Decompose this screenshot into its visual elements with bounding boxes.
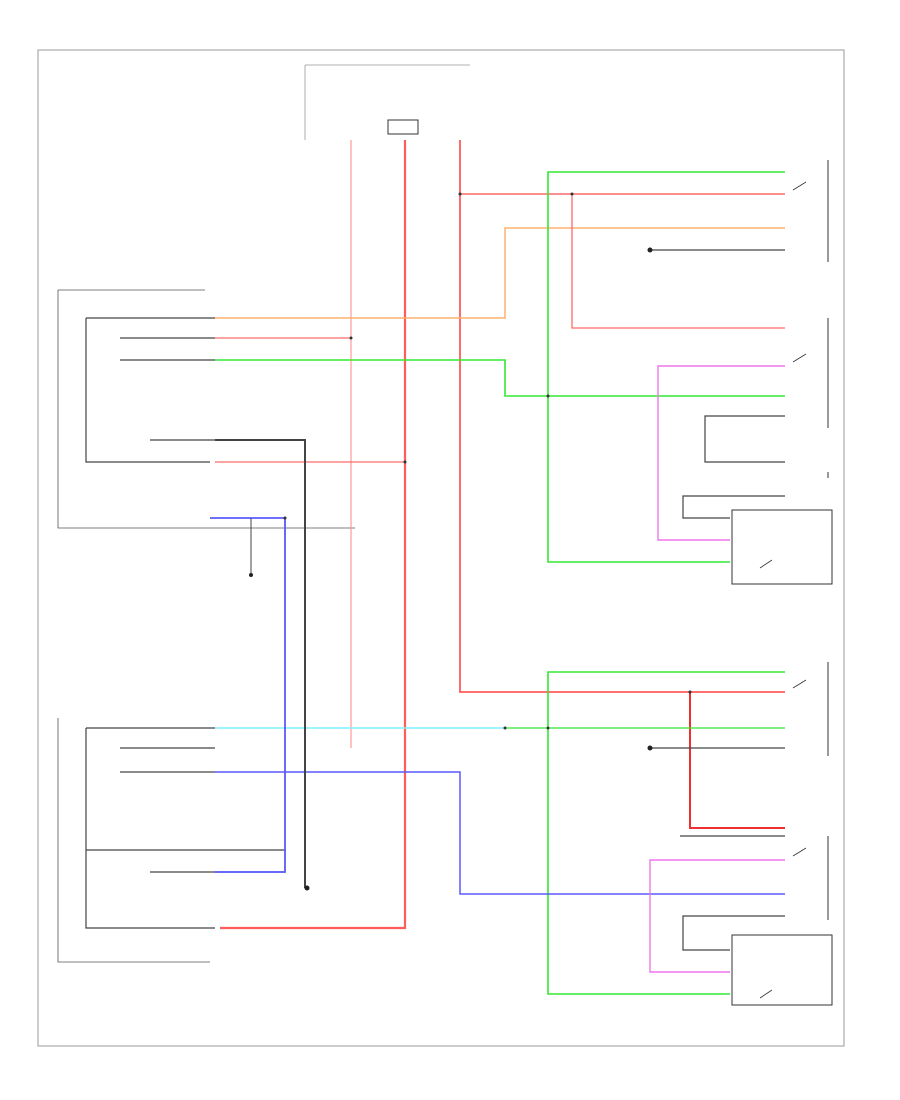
wire-black-passenger-heater — [682, 915, 785, 951]
wire-black-ground — [215, 439, 306, 888]
passenger-switch-block — [57, 718, 285, 963]
wire-red-passenger-feed — [459, 140, 785, 693]
top-bus — [304, 64, 470, 140]
diagram-border — [37, 49, 845, 1047]
ground-icon — [249, 573, 253, 577]
wire-blue-passenger — [215, 771, 785, 895]
wire-green-sw — [215, 359, 785, 397]
wire-red-passenger-cushion — [689, 692, 785, 829]
driver-seat-heater-box — [731, 509, 833, 585]
ground-icon — [647, 247, 653, 253]
wire-orange — [215, 227, 785, 319]
ground-icon — [647, 745, 653, 751]
wire-magenta-passenger — [649, 859, 785, 973]
driver-right-components — [731, 160, 833, 585]
relay-box — [387, 119, 419, 135]
wire-black-driver-heater — [682, 495, 785, 519]
passenger-right-components — [731, 662, 833, 1006]
passenger-seat-heater-box — [731, 934, 833, 1006]
ground-icon — [304, 885, 310, 891]
wire-vertical-red — [220, 140, 407, 930]
ground-points — [249, 247, 653, 891]
switch-contacts — [759, 181, 807, 999]
wire-red-cushion — [571, 194, 785, 329]
wire-magenta-driver — [657, 365, 785, 541]
wire-green-driver — [547, 171, 785, 563]
wire-green-passenger — [547, 671, 785, 995]
wire-black-thermistor — [704, 415, 785, 463]
junction-dots — [283, 192, 692, 730]
wire-blue-loop — [210, 517, 286, 873]
driver-switch-block — [57, 289, 355, 529]
